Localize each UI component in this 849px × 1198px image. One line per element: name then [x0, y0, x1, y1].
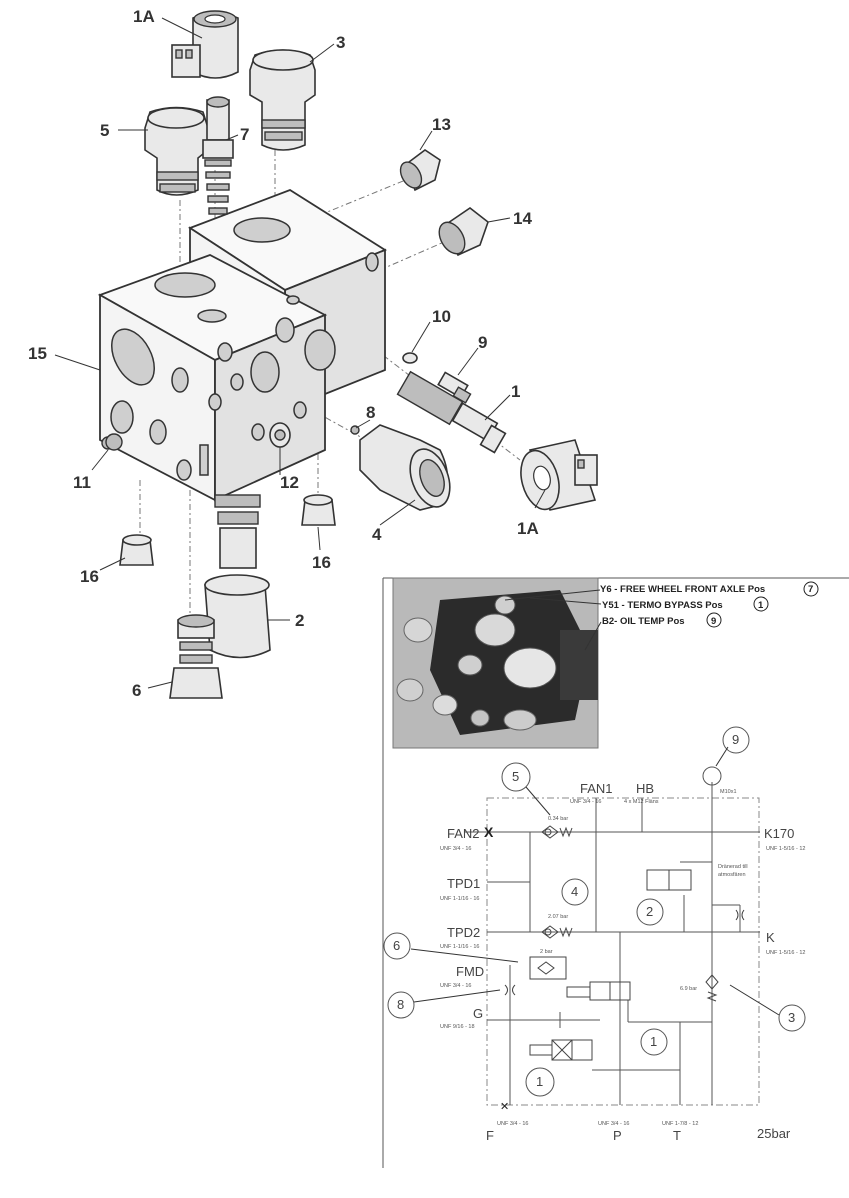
label-y6: Y6 - FREE WHEEL FRONT AXLE Pos [600, 584, 765, 595]
port-k170: K170 [764, 826, 794, 841]
check5-pressure: 0.34 bar [548, 816, 568, 822]
port-p: P [613, 1128, 622, 1143]
port-g: G [473, 1006, 483, 1021]
nipple-12 [269, 422, 291, 448]
fmd-thread: UNF 3/4 - 16 [440, 983, 471, 989]
k-thread: UNF 1-5/16 - 12 [766, 950, 805, 956]
callout-5: 5 [100, 121, 109, 140]
solenoid-coil-bottom [520, 439, 598, 511]
cartridge-valve-3 [249, 49, 316, 151]
screw-11 [105, 433, 123, 451]
label-y6-pos: 7 [808, 584, 813, 595]
circle-num-3: 3 [788, 1010, 795, 1025]
port-f: F [486, 1128, 494, 1143]
check4-pressure: 2.07 bar [548, 914, 568, 920]
exploded-view: 1A 3 5 7 13 14 15 10 9 1 8 11 12 4 1A 16… [28, 7, 598, 700]
callout-15: 15 [28, 344, 47, 363]
callout-3: 3 [336, 33, 345, 52]
circle-num-9: 9 [732, 732, 739, 747]
callout-9: 9 [478, 333, 487, 352]
port-fan2: FAN2 [447, 826, 480, 841]
solenoid-coil-top [171, 10, 239, 79]
cartridge-valve-5 [144, 106, 209, 196]
circle-num-4: 4 [571, 884, 578, 899]
fan2-thread: UNF 3/4 - 16 [440, 846, 471, 852]
pressure-rating: 25bar [757, 1126, 791, 1141]
callout-1: 1 [511, 382, 520, 401]
valve-photo [392, 577, 599, 749]
tpd1-thread: UNF 1-1/16 - 16 [440, 896, 479, 902]
plug-16-left [119, 534, 154, 566]
callout-2: 2 [295, 611, 304, 630]
callout-16-right: 16 [312, 553, 331, 572]
port-tpd1: TPD1 [447, 876, 480, 891]
circle-num-2: 2 [646, 904, 653, 919]
drain-text-1: Dränerad till [718, 864, 748, 870]
m10-text: M10x1 [720, 789, 737, 795]
cartridge-1 [396, 370, 507, 454]
port-fan1: FAN1 [580, 781, 613, 796]
cartridge-valve-2 [204, 494, 271, 659]
hb-thread: 4 x M12 Fläns [624, 799, 659, 805]
callout-6: 6 [132, 681, 141, 700]
callout-14: 14 [513, 209, 532, 228]
port-tpd2: TPD2 [447, 925, 480, 940]
tpd2-thread: UNF 1-1/16 - 16 [440, 944, 479, 950]
label-b2-pos: 9 [711, 616, 716, 627]
circle-num-8: 8 [397, 997, 404, 1012]
g-thread: UNF 9/16 - 18 [440, 1024, 475, 1030]
callout-1a-bottom: 1A [517, 519, 539, 538]
callout-11: 11 [73, 473, 91, 492]
svg-text:X: X [484, 824, 494, 840]
callout-13: 13 [432, 115, 451, 134]
drain-text-2: atmosfären [718, 872, 746, 878]
circle-num-5: 5 [512, 769, 519, 784]
callout-10: 10 [432, 307, 451, 326]
callout-7: 7 [240, 125, 249, 144]
cartridge-valve-4 [359, 424, 451, 511]
check3-pressure: 6.9 bar [680, 986, 697, 992]
callout-12: 12 [280, 473, 299, 492]
fan1-thread: UNF 3/4 - 16 [570, 799, 601, 805]
schematic-panel: Y6 - FREE WHEEL FRONT AXLE Pos 7 Y51 - T… [382, 577, 849, 1168]
callout-4: 4 [372, 525, 382, 544]
port-hb: HB [636, 781, 654, 796]
temp-sensor-9 [437, 371, 472, 404]
label-y51-pos: 1 [758, 600, 764, 611]
svg-text:✕: ✕ [500, 1101, 509, 1113]
f-thread: UNF 3/4 - 16 [497, 1121, 528, 1127]
callout-16-left: 16 [80, 567, 99, 586]
k170-thread: UNF 1-5/16 - 12 [766, 846, 805, 852]
callout-1a-top: 1A [133, 7, 155, 26]
callout-8: 8 [366, 403, 375, 422]
port-t: T [673, 1128, 681, 1143]
plug-16-right [301, 494, 336, 526]
circle-num-1b: 1 [536, 1074, 543, 1089]
port-k: K [766, 930, 775, 945]
label-y51: Y51 - TERMO BYPASS Pos [602, 600, 723, 611]
circle-num-6: 6 [393, 938, 400, 953]
label-b2: B2- OIL TEMP Pos [602, 616, 685, 627]
port-fmd: FMD [456, 964, 484, 979]
p-thread: UNF 3/4 - 16 [598, 1121, 629, 1127]
t-thread: UNF 1-7/8 - 12 [662, 1121, 698, 1127]
solenoid-valve-stem-7 [202, 96, 234, 215]
washer-10 [402, 352, 418, 364]
cartridge-valve-6 [169, 614, 223, 699]
plug-13 [399, 149, 441, 192]
plug-14 [438, 207, 489, 257]
circle-num-1a: 1 [650, 1034, 657, 1049]
check6-pressure: 2 bar [540, 949, 553, 955]
